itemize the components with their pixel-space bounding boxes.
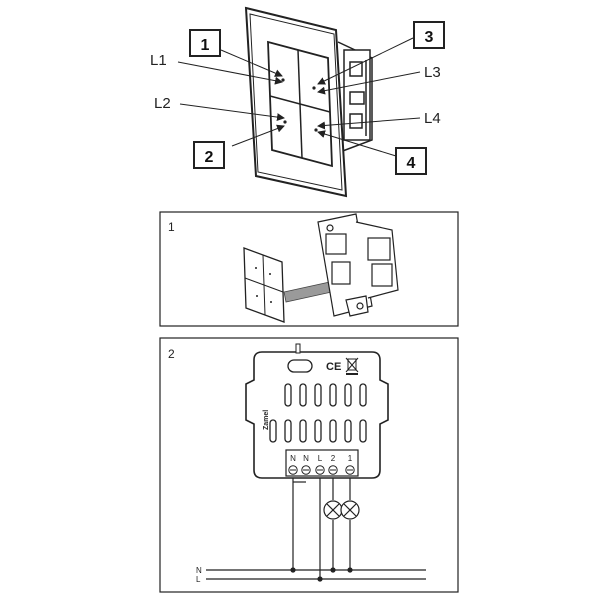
- vent-slot: [314, 383, 322, 407]
- key-indicator-l4: [314, 128, 318, 132]
- svg-text:4: 4: [407, 155, 416, 172]
- vent-slots: [269, 383, 367, 443]
- wiring: [206, 478, 426, 580]
- label-l4: L4: [424, 110, 441, 127]
- svg-text:2: 2: [205, 149, 214, 166]
- terminal-label: 2: [331, 454, 336, 463]
- step-1-panel: 1: [159, 211, 459, 327]
- line-label-n: N: [196, 566, 202, 575]
- terminal-label: N: [303, 454, 309, 463]
- vent-slot: [359, 419, 367, 443]
- brand-logo: Zamel: [263, 410, 270, 430]
- vent-slot: [329, 383, 337, 407]
- key-indicator-l2: [283, 120, 287, 124]
- terminal-screws: [288, 465, 355, 475]
- vent-slot: [284, 419, 292, 443]
- callout-box-1: 1: [189, 29, 221, 57]
- label-l1: L1: [150, 52, 167, 69]
- switch-frame-inner-edge: [249, 13, 343, 191]
- lamp-load-2: [323, 500, 343, 520]
- module-label-window: [287, 359, 313, 373]
- vent-slot: [359, 383, 367, 407]
- svg-text:Zamel: Zamel: [263, 410, 270, 430]
- vent-slot: [329, 419, 337, 443]
- key-indicator-l1: [281, 78, 285, 82]
- label-l2: L2: [154, 95, 171, 112]
- weee-bin-icon: [345, 357, 359, 375]
- callout-box-2: 2: [193, 141, 225, 169]
- svg-text:3: 3: [425, 29, 434, 46]
- removed-key-plate: [243, 247, 285, 323]
- step-2-number: 2: [168, 347, 175, 361]
- step-1-number: 1: [168, 220, 175, 234]
- label-l3: L3: [424, 64, 441, 81]
- terminal-label: 1: [348, 454, 353, 463]
- mechanism-module: [317, 213, 399, 317]
- vent-slot: [299, 383, 307, 407]
- terminal-label: N: [290, 454, 296, 463]
- terminal-label: L: [318, 454, 323, 463]
- switch-front-view: [244, 6, 373, 198]
- vent-slot: [269, 419, 277, 443]
- svg-text:1: 1: [201, 37, 210, 54]
- vent-slot: [344, 383, 352, 407]
- leader-lines: [177, 37, 421, 157]
- callout-box-4: 4: [395, 147, 427, 175]
- vent-slot: [344, 419, 352, 443]
- lamp-load-1: [340, 500, 360, 520]
- callout-box-3: 3: [413, 21, 445, 49]
- vent-slot: [284, 383, 292, 407]
- key-indicator-l3: [312, 86, 316, 90]
- vent-slot: [314, 419, 322, 443]
- vent-slot: [299, 419, 307, 443]
- line-label-l: L: [196, 575, 201, 584]
- key-divider-horizontal: [269, 95, 331, 113]
- ce-mark: CE: [326, 361, 341, 373]
- junction-dots: [290, 567, 353, 582]
